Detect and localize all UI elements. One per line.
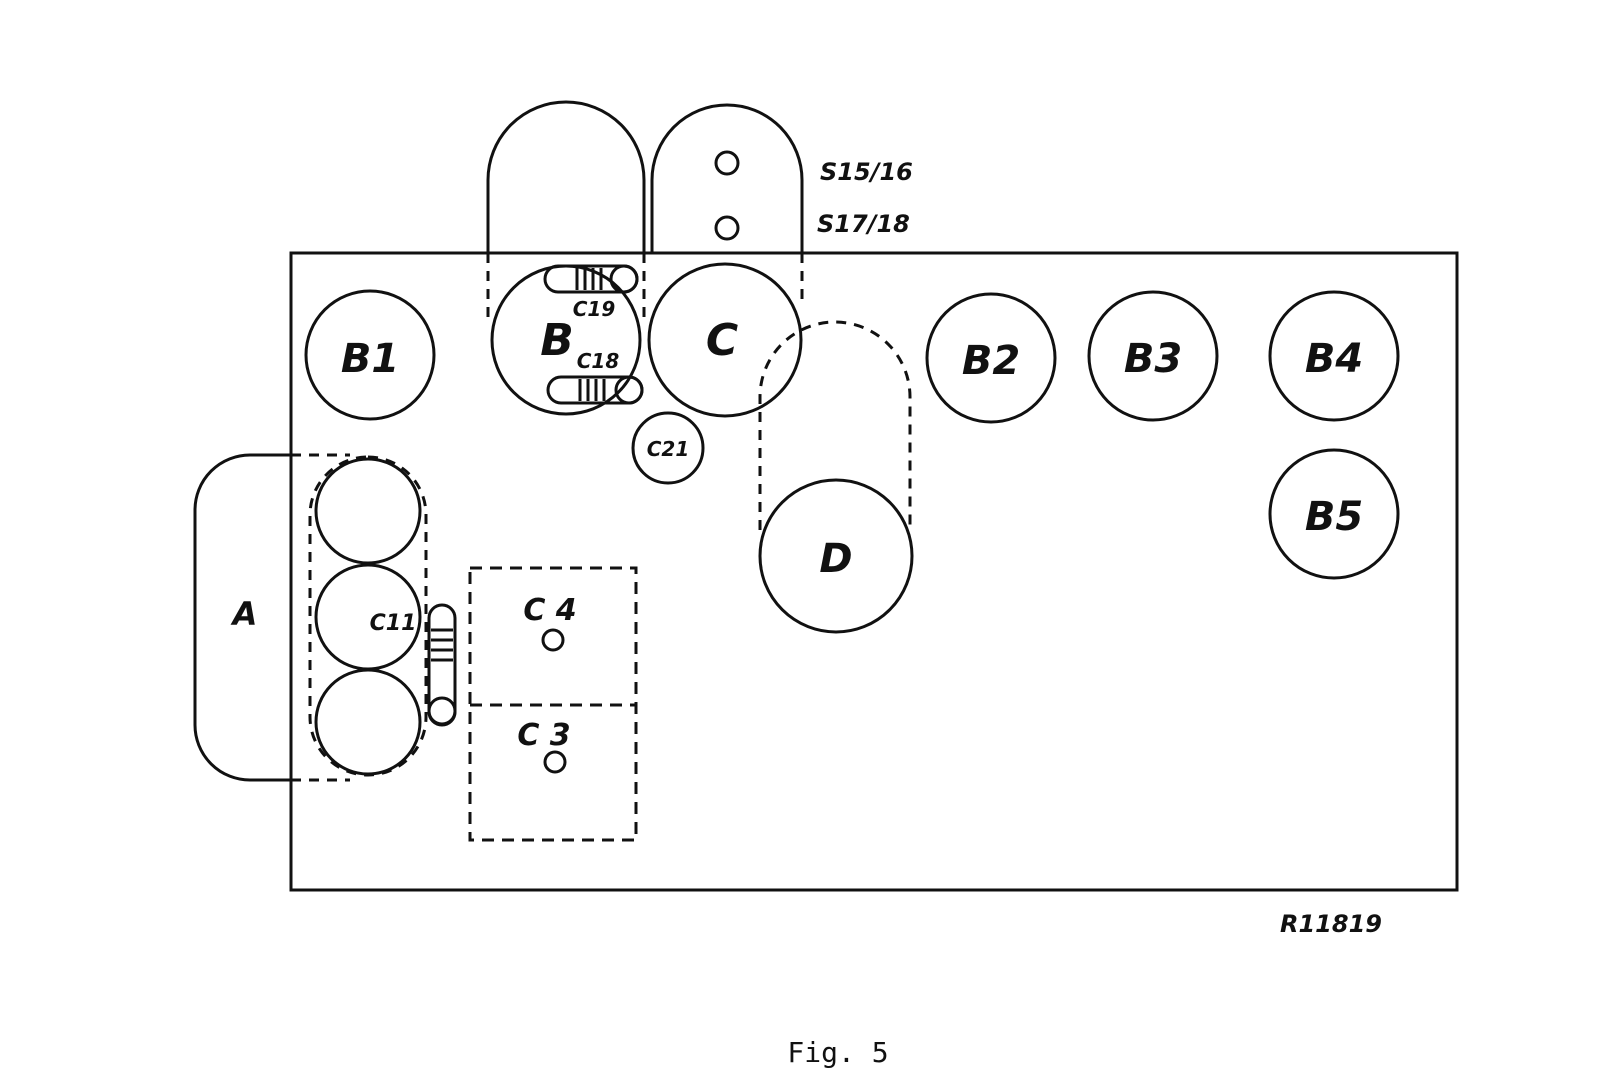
hole-s15-16 [714, 150, 740, 176]
label-c3: C 3 [517, 718, 570, 753]
circle-lower [314, 668, 422, 776]
circle-d [758, 478, 914, 634]
component-c18 [546, 375, 644, 405]
component-c19 [543, 264, 639, 294]
label-c: C [706, 315, 738, 366]
hole-c4 [541, 628, 565, 652]
capsule-d-hidden [758, 320, 912, 530]
capsule-b-outline [486, 100, 646, 253]
label-s15-16: S15/16 [820, 158, 913, 186]
label-c11: C11 [370, 611, 417, 636]
circle-c21 [631, 411, 705, 485]
hole-s17-18 [714, 215, 740, 241]
capsule-c-outline [650, 103, 804, 253]
circle-b4 [1268, 290, 1400, 422]
circle-b5 [1268, 448, 1400, 580]
label-s17-18: S17/18 [817, 210, 910, 238]
circle-c [647, 262, 803, 418]
figure-caption: Fig. 5 [787, 1036, 888, 1069]
reference-number: R11819 [1280, 910, 1382, 938]
circle-b3 [1087, 290, 1219, 422]
label-c18: C18 [577, 349, 620, 373]
label-c19: C19 [573, 297, 616, 321]
label-b5: B5 [1305, 494, 1363, 540]
part-a-hidden [291, 453, 350, 782]
label-a: A [230, 595, 258, 633]
label-d: D [819, 536, 852, 582]
capsule-b-hidden [486, 253, 646, 325]
part-a-outline [193, 453, 291, 782]
circle-upper [314, 457, 422, 565]
label-c21: C21 [647, 437, 690, 461]
circle-b1 [304, 289, 436, 421]
label-c4: C 4 [523, 593, 576, 628]
chassis-outline [289, 251, 1459, 892]
component-c11 [427, 603, 457, 727]
label-b4: B4 [1305, 336, 1363, 382]
label-b: B [540, 315, 574, 366]
circle-b2 [925, 292, 1057, 424]
hole-c3 [543, 750, 567, 774]
label-b3: B3 [1124, 336, 1182, 382]
label-b1: B1 [341, 336, 399, 382]
label-b2: B2 [962, 338, 1020, 384]
